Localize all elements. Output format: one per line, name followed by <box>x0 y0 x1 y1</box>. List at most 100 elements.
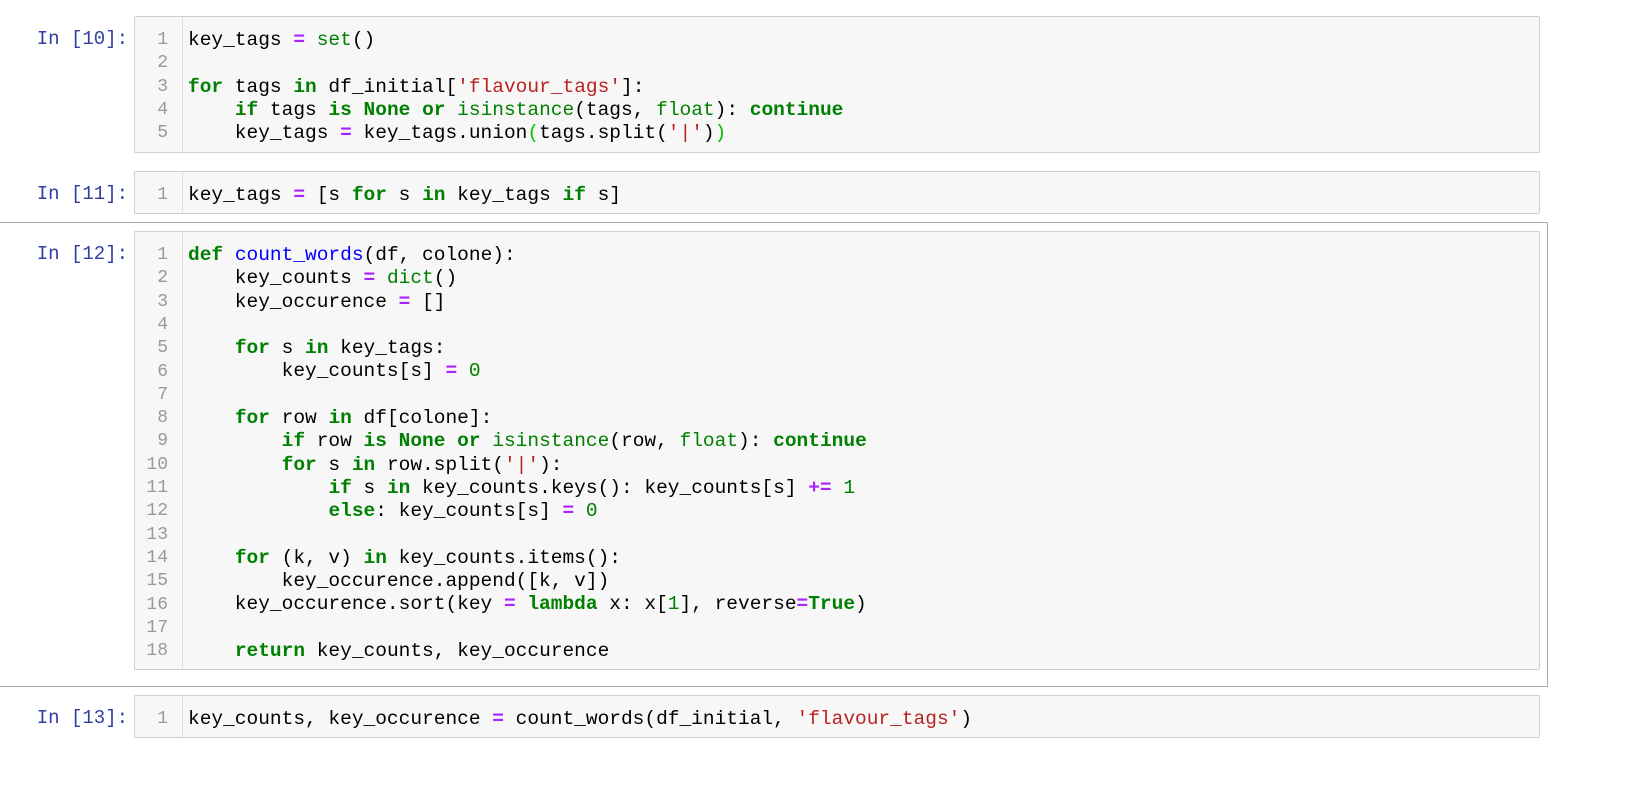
keyword-token: None <box>398 430 446 453</box>
builtin-token: dict <box>386 267 434 290</box>
code-text-token: [s <box>305 184 352 206</box>
keyword-token: in <box>351 453 376 476</box>
input-prompt: In [13]: <box>36 707 128 729</box>
code-text-token: s <box>386 184 423 206</box>
keyword-token: in <box>293 75 317 98</box>
line-number-gutter: 1 <box>135 696 183 738</box>
line-number: 2 <box>157 53 168 74</box>
code-text-token <box>188 640 235 662</box>
code-text-token: key_occurence.sort(key <box>188 593 504 616</box>
code-text-token: key_occurence.append([k, v]) <box>188 570 610 593</box>
string-token: 'flavour_tags' <box>457 75 621 98</box>
code-editor[interactable]: 1 key_counts, key_occurence = count_words… <box>134 695 1540 739</box>
line-number: 1 <box>157 245 168 265</box>
code-line: key_counts, key_occurence = count_words(… <box>188 708 972 731</box>
line-number: 17 <box>146 617 168 638</box>
line-number: 2 <box>157 268 168 289</box>
code-text-token: : key_counts[s] <box>375 500 563 523</box>
code-text-token <box>387 430 399 452</box>
operator-token: = <box>796 593 809 616</box>
code-text-token: key_tags <box>188 29 294 51</box>
code-text-token <box>188 407 235 429</box>
keyword-token: in <box>328 407 352 430</box>
code-text-token: tags.split( <box>539 122 668 145</box>
code-line: key_occurence = [] <box>188 291 867 314</box>
code-line: for s in row.split('|'): <box>188 454 867 477</box>
code-line: key_occurence.append([k, v]) <box>188 570 867 593</box>
keyword-token: in <box>386 476 411 499</box>
code-text-token: key_tags <box>188 184 294 206</box>
line-number-gutter: 1 <box>135 172 183 214</box>
code-text-token: key_tags: <box>328 337 446 360</box>
code-text-token: tags <box>258 98 329 121</box>
code-text-token: key_counts <box>188 267 364 290</box>
code-text-token <box>188 337 235 359</box>
code-text-token <box>188 547 235 569</box>
code-text-token: key_counts.keys(): key_counts[s] <box>410 476 809 499</box>
operator-token: = <box>293 184 306 206</box>
code-text-token: row <box>305 430 364 453</box>
number-token: 1 <box>843 476 856 499</box>
keyword-token: for <box>281 453 317 476</box>
operator-token: = <box>398 290 411 313</box>
code-text-token <box>457 360 469 382</box>
keyword-token: else <box>328 500 376 523</box>
code-text-token: ): <box>539 453 563 476</box>
code-text-token <box>445 99 457 121</box>
code-text-token: key_tags <box>445 184 563 206</box>
code-text-token: (tags, <box>574 98 657 121</box>
code-input[interactable]: key_counts, key_occurence = count_words(… <box>188 708 972 731</box>
keyword-token: in <box>305 337 329 360</box>
code-line: for (k, v) in key_counts.items(): <box>188 547 867 570</box>
keyword-token: for <box>188 75 224 98</box>
keyword-token: if <box>562 184 586 206</box>
code-text-token <box>188 454 282 476</box>
builtin-token: float <box>656 98 715 121</box>
code-text-token: ]: <box>621 75 645 98</box>
code-line: for s in key_tags: <box>188 337 867 360</box>
code-text-token: row <box>269 407 329 430</box>
keyword-token: continue <box>749 98 844 121</box>
line-number: 5 <box>157 338 168 359</box>
code-text-token: s <box>269 337 306 360</box>
code-text-token <box>445 430 457 452</box>
code-text-token <box>832 477 844 499</box>
code-line <box>188 617 867 640</box>
code-line <box>188 384 867 407</box>
number-token: 1 <box>667 593 680 616</box>
keyword-token: True <box>808 593 856 616</box>
keyword-token: for <box>234 546 270 569</box>
keyword-token: lambda <box>527 593 598 616</box>
input-prompt: In [11]: <box>36 183 128 205</box>
code-text-token <box>375 267 387 289</box>
code-line: return key_counts, key_occurence <box>188 640 867 663</box>
number-token: 0 <box>468 360 481 383</box>
line-number: 1 <box>157 709 168 729</box>
code-text-token: ): <box>738 430 774 453</box>
code-input[interactable]: key_tags = set()for tags in df_initial['… <box>188 29 843 145</box>
builtin-token: isinstance <box>492 430 610 453</box>
code-editor[interactable]: 1 key_tags = [s for s in key_tags if s] <box>134 171 1540 215</box>
code-text-token: () <box>433 267 458 290</box>
line-number: 6 <box>157 361 168 382</box>
bracket-token: ) <box>714 122 727 145</box>
builtin-token: set <box>316 29 352 51</box>
code-input[interactable]: key_tags = [s for s in key_tags if s] <box>188 184 621 207</box>
code-text-token: (row, <box>609 430 680 453</box>
line-number: 4 <box>157 314 168 335</box>
operator-token: = <box>492 708 504 730</box>
code-input[interactable]: def count_words(df, colone): key_counts … <box>188 244 867 663</box>
code-text-token: s <box>316 453 352 476</box>
builtin-token: float <box>679 430 739 453</box>
keyword-token: in <box>422 184 446 206</box>
code-text-token: row.split( <box>375 453 504 476</box>
code-text-token: (df, colone): <box>363 244 516 266</box>
code-line: key_tags = set() <box>188 29 843 52</box>
code-line: if s in key_counts.keys(): key_counts[s]… <box>188 477 867 500</box>
selected-cell-border <box>0 222 1548 687</box>
line-number: 1 <box>157 185 168 205</box>
